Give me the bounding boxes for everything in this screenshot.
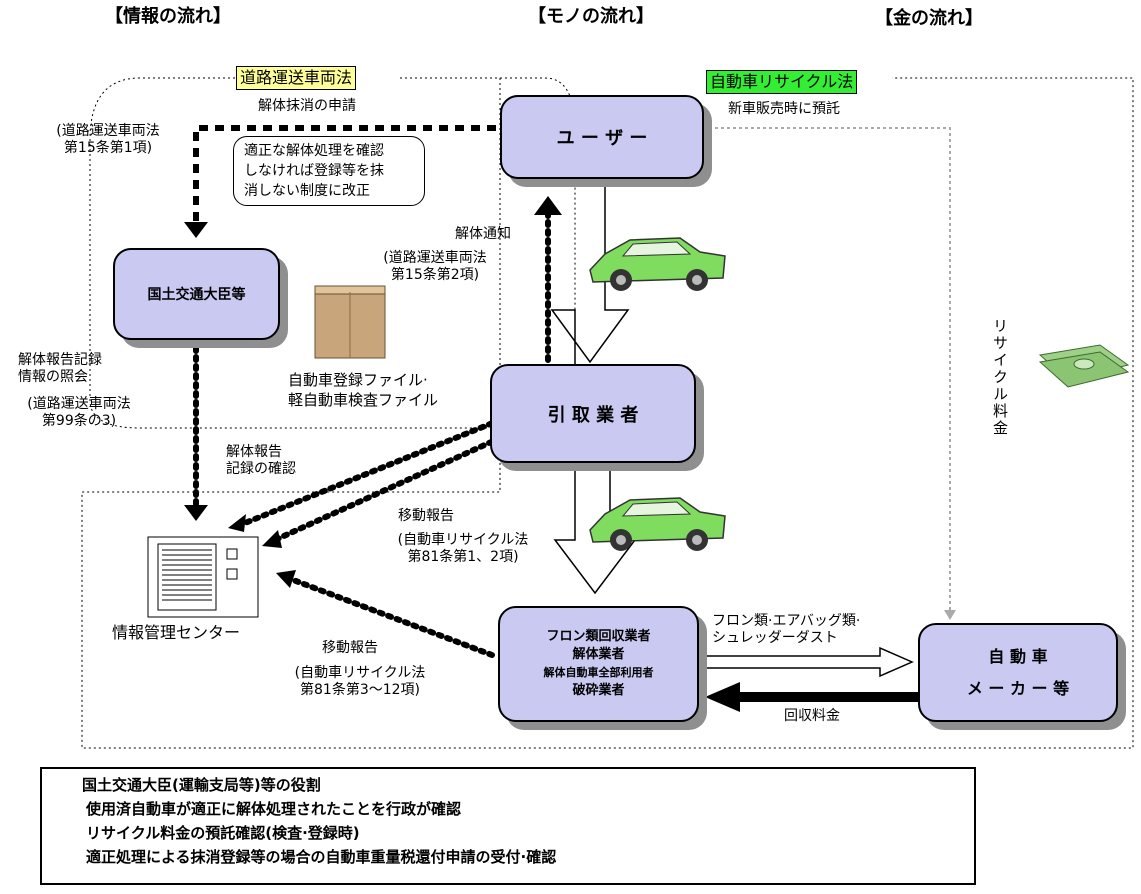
files-label: 自動車登録ファイル· 軽自動車検査ファイル (288, 370, 438, 410)
art15-1-line2: 第15条第1項) (63, 140, 153, 156)
art15-2-citation: (道路運送車両法 第15条第2項) (360, 250, 510, 284)
reform-note-line3: 消しない制度に改正 (244, 183, 370, 199)
art15-1-line1: (道路運送車両法 (56, 123, 160, 139)
header-info-flow: 【情報の流れ】 (105, 6, 231, 27)
cancel-request-arrow (193, 125, 496, 222)
dealer-node: 引 取 業 者 (490, 364, 696, 463)
art81b-line1: (自動車リサイクル法 (294, 665, 426, 681)
inquiry-line2: 情報の照会 (18, 369, 88, 385)
center-label: 情報管理センター (112, 623, 241, 642)
car-icon (589, 497, 726, 551)
summary-item: リサイクル料金の預託確認(検査·登録時) (86, 824, 360, 842)
summary-item: 適正処理による抹消登録等の場合の自動車重量税還付申請の受付·確認 (86, 848, 557, 866)
file-cabinet-icon (314, 285, 386, 359)
art99-line1: (道路運送車両法 (27, 396, 131, 412)
dealer-node-label: 引 取 業 者 (547, 404, 639, 426)
header-money-flow: 【金の流れ】 (875, 8, 983, 29)
maker-label-car: 自 動 車 (988, 646, 1048, 666)
move-report-label-b: 移動報告 (322, 640, 378, 656)
dismantler-label-dismantler: 解体業者 (572, 647, 625, 662)
art81a-line1: (自動車リサイクル法 (397, 532, 529, 548)
report-confirm-line2: 記録の確認 (226, 461, 296, 477)
recycle-law-label: 自動車リサイクル法 (706, 70, 858, 94)
user-node-label: ユ ー ザ ー (556, 128, 648, 149)
arrow-head-minister (184, 222, 208, 238)
arrow-head-user (534, 196, 562, 215)
minister-node: 国土交通大臣等 (113, 248, 280, 340)
art81a-citation: (自動車リサイクル法 第81条第1、2項) (378, 532, 548, 566)
reform-note: 適正な解体処理を確認 しなければ登録等を抹 消しない制度に改正 (233, 136, 425, 206)
reform-note-line2: しなければ登録等を抹 (244, 163, 384, 179)
dismantler-label-shredder: 破砕業者 (572, 683, 625, 698)
files-line1: 自動車登録ファイル· (288, 371, 428, 389)
server-icon (147, 536, 259, 618)
art15-1-citation: (道路運送車両法 第15条第1項) (38, 123, 178, 157)
arrow-head-center-down (184, 505, 208, 521)
recycle-fee-label: リサイクル料金 (991, 318, 1009, 437)
report-confirm-line1: 解体報告 (226, 444, 282, 460)
header-goods-flow: 【モノの流れ】 (528, 6, 654, 27)
arrow-head-center-b (262, 530, 282, 548)
art15-2-line1: (道路運送車両法 (383, 250, 487, 266)
arrow-head-center-c (276, 570, 296, 588)
deposit-line (703, 127, 951, 610)
user-node: ユ ー ザ ー (500, 95, 704, 179)
collection-fee-label: 回収料金 (784, 708, 840, 724)
inquiry-line1: 解体報告記録 (18, 352, 102, 368)
role-summary-box: 国土交通大臣(運輸支局等)等の役割 使用済自動車が適正に解体処理されたことを行政… (40, 767, 976, 885)
art81b-citation: (自動車リサイクル法 第81条第3～12項) (275, 665, 445, 699)
car-icon (589, 237, 726, 291)
files-line2: 軽自動車検査ファイル (288, 391, 439, 409)
move-report-label-a: 移動報告 (398, 508, 454, 524)
deposit-new-car-label: 新車販売時に預託 (728, 101, 840, 117)
money-icon (1032, 334, 1132, 392)
art15-2-line2: 第15条第2項) (390, 267, 480, 283)
deposit-arrow-head (944, 610, 956, 620)
maker-node: 自 動 車 メ ー カ ー 等 (918, 623, 1118, 722)
report-confirm-label: 解体報告 記録の確認 (226, 444, 296, 478)
dismantler-label-freon: フロン類回収業者 (546, 629, 651, 644)
reform-note-line1: 適正な解体処理を確認 (244, 143, 384, 159)
dealer-to-center-arrow-a (237, 417, 503, 528)
art81a-line2: 第81条第1、2項) (407, 549, 519, 565)
materials-line2: シュレッダーダスト (712, 630, 838, 646)
dismantler-to-center-arrow (285, 575, 495, 658)
dismantler-node: フロン類回収業者 解体業者 解体自動車全部利用者 破砕業者 (498, 606, 699, 722)
art81b-line2: 第81条第3～12項) (300, 682, 420, 698)
dismantle-notice-label: 解体通知 (455, 226, 511, 242)
inquiry-label: 解体報告記録 情報の照会 (18, 352, 102, 386)
dealer-to-center-arrow-b (272, 435, 503, 543)
materials-line1: フロン類·エアバッグ類· (712, 613, 861, 629)
summary-title: 国土交通大臣(運輸支局等)等の役割 (82, 776, 321, 794)
minister-node-label: 国土交通大臣等 (147, 287, 246, 303)
dismantler-label-full-user: 解体自動車全部利用者 (543, 666, 654, 679)
art99-line2: 第99条の3) (41, 413, 117, 429)
materials-label: フロン類·エアバッグ類· シュレッダーダスト (712, 613, 860, 647)
maker-label-maker: メ ー カ ー 等 (966, 678, 1070, 698)
road-law-label: 道路運送車両法 (236, 66, 357, 90)
cancel-request-label: 解体抹消の申請 (258, 98, 356, 114)
summary-item: 使用済自動車が適正に解体処理されたことを行政が確認 (86, 800, 462, 818)
collection-fee-arrow (705, 682, 918, 712)
arrow-head-center-a (228, 514, 246, 532)
art99-citation: (道路運送車両法 第99条の3) (4, 396, 154, 430)
